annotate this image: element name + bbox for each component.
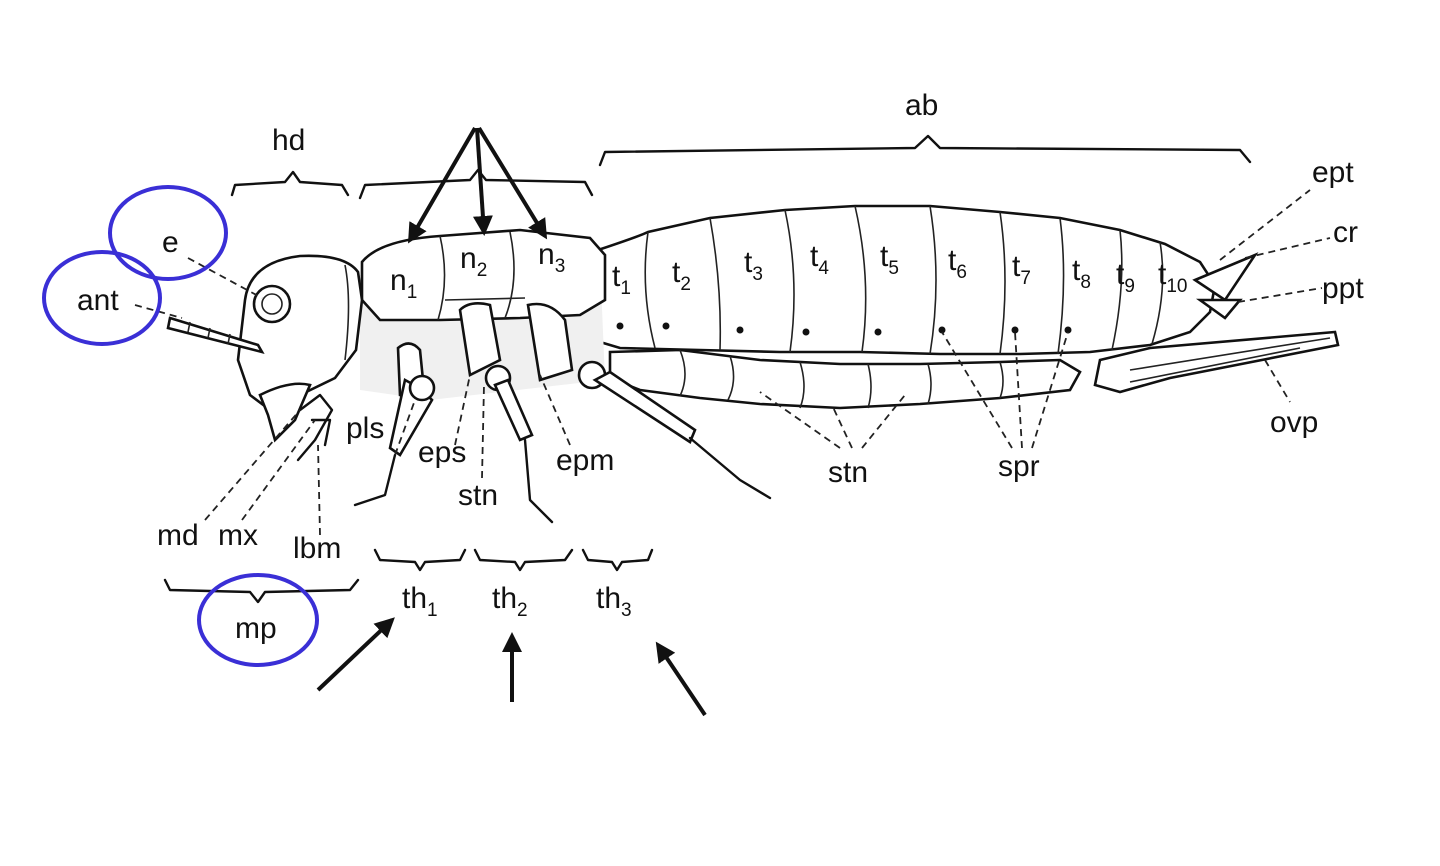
arrow-to-n3: [477, 126, 548, 240]
labels: hd ab e ant n1 n2 n3 t1 t2 t3 t4 t5 t6 t…: [77, 89, 1364, 645]
terminalia: [1093, 252, 1340, 394]
label-hd: hd: [272, 124, 305, 157]
label-epm: epm: [556, 444, 614, 477]
label-n1: n1: [390, 264, 417, 303]
arrow-to-th3: [655, 641, 707, 717]
label-th3: th3: [596, 582, 632, 621]
label-ab: ab: [905, 89, 938, 122]
arrow-to-th1: [316, 617, 395, 692]
label-lbm: lbm: [293, 532, 341, 565]
abdomen-tergites: [596, 204, 1217, 356]
spiracle-dots: [616, 322, 1072, 336]
arrow-to-n2: [472, 127, 493, 236]
label-th2: th2: [492, 582, 528, 621]
label-e: e: [162, 226, 179, 259]
label-stn-thorax: stn: [458, 479, 498, 512]
label-t7: t7: [1012, 250, 1031, 289]
label-t4: t4: [810, 240, 829, 279]
legs: [353, 360, 772, 524]
label-eps: eps: [418, 436, 466, 469]
leader-lines: [134, 189, 1331, 536]
label-stn-abdomen: stn: [828, 456, 868, 489]
label-th1: th1: [402, 582, 438, 621]
label-t6: t6: [948, 244, 967, 283]
label-ppt: ppt: [1322, 272, 1364, 305]
th3-brace: [581, 548, 654, 572]
label-t9: t9: [1116, 258, 1135, 297]
mouthparts-brace: [163, 578, 360, 604]
arrow-to-n1: [407, 126, 477, 244]
label-t8: t8: [1072, 254, 1091, 293]
label-ovp: ovp: [1270, 406, 1318, 439]
label-spr: spr: [998, 450, 1040, 483]
highlight-circle-e: [108, 185, 228, 281]
highlight-circles: [42, 185, 319, 667]
label-n2: n2: [460, 242, 487, 281]
head-brace: [230, 170, 350, 197]
insect-body: [166, 204, 1340, 524]
label-t2: t2: [672, 256, 691, 295]
label-pls: pls: [346, 412, 384, 445]
label-md: md: [157, 519, 199, 552]
label-t1: t1: [612, 260, 631, 299]
label-mx: mx: [218, 519, 258, 552]
thorax-brace: [358, 168, 594, 200]
abdomen-brace: [598, 134, 1252, 167]
highlight-circle-mp: [197, 573, 319, 667]
thorax: [360, 228, 607, 402]
th1-brace: [373, 548, 467, 572]
label-t5: t5: [880, 240, 899, 279]
label-n3: n3: [538, 238, 565, 277]
arrows: [316, 126, 707, 717]
label-t10: t10: [1158, 258, 1187, 297]
label-t3: t3: [744, 246, 763, 285]
label-ept: ept: [1312, 156, 1354, 189]
label-cr: cr: [1333, 216, 1358, 249]
highlight-circle-ant: [42, 250, 162, 346]
label-ant: ant: [77, 284, 119, 317]
abdomen-sternites: [608, 348, 1082, 410]
label-mp: mp: [235, 612, 277, 645]
th2-brace: [473, 548, 574, 572]
head: [166, 254, 364, 462]
